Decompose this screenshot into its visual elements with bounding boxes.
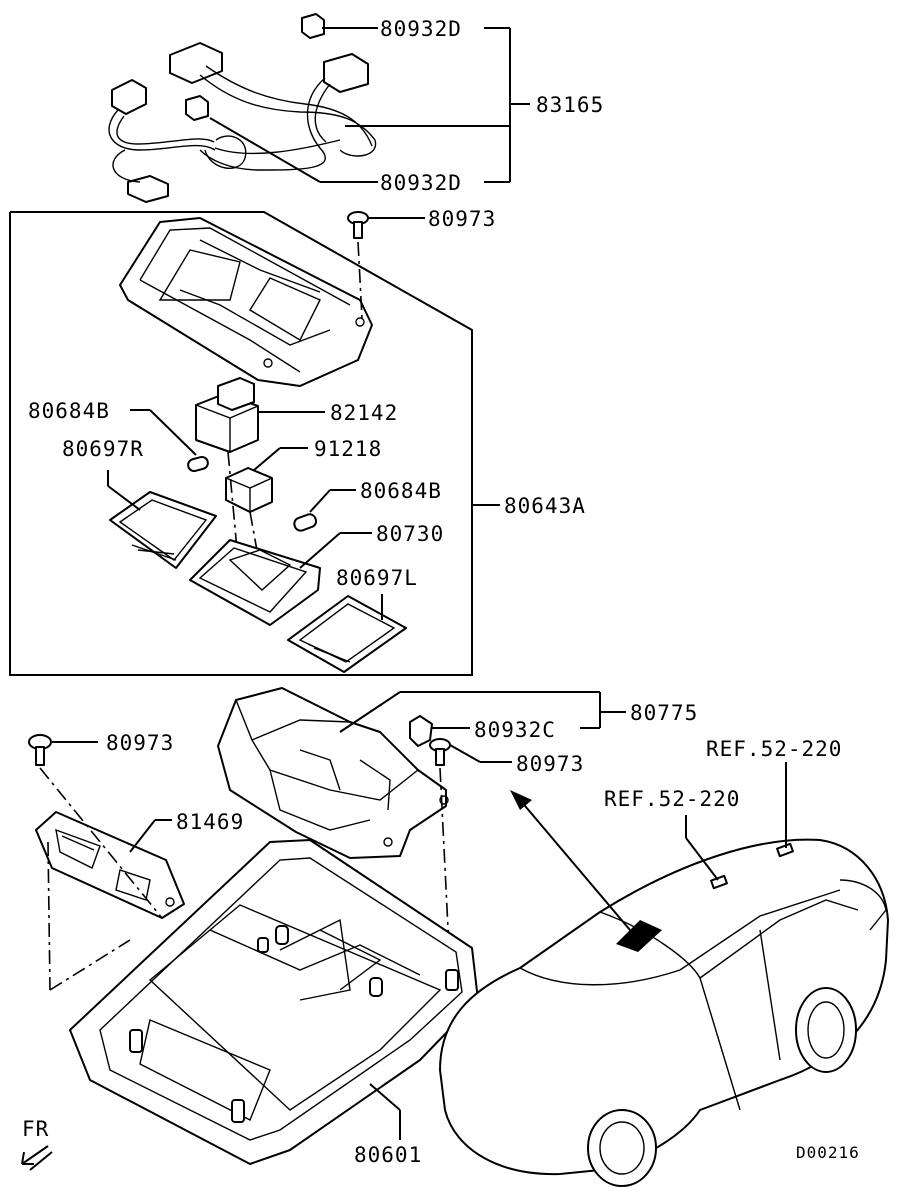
lens-80697L xyxy=(287,594,407,673)
clip-80932C xyxy=(409,715,600,747)
lamp-housing xyxy=(119,217,373,387)
label-80697L: 80697L xyxy=(336,566,418,590)
label-ref-52-220-right: REF.52-220 xyxy=(706,737,842,761)
lens-80697R xyxy=(107,470,217,569)
label-80973-right: 80973 xyxy=(516,752,584,776)
label-80932D-top: 80932D xyxy=(380,17,462,41)
label-fr: FR xyxy=(22,1117,49,1141)
socket-91218 xyxy=(225,447,308,601)
label-81469: 81469 xyxy=(176,810,244,834)
lamp-base-80730 xyxy=(189,532,372,626)
part-labels: 80932D 83165 80932D 80973 80684B 82142 8… xyxy=(22,17,860,1167)
bulb-80684B-left xyxy=(130,409,209,473)
label-80932D-bottom: 80932D xyxy=(380,171,462,195)
label-80775: 80775 xyxy=(630,701,698,725)
screw-80973-left xyxy=(28,734,98,766)
vehicle-silhouette xyxy=(439,762,889,1187)
screw-80973-top xyxy=(347,211,425,319)
label-80973-top: 80973 xyxy=(428,207,496,231)
wiring-harness-83165 xyxy=(108,13,377,203)
harness-leaders xyxy=(209,27,530,183)
label-80684B-right: 80684B xyxy=(360,479,442,503)
label-80730: 80730 xyxy=(376,522,444,546)
label-91218: 91218 xyxy=(314,437,382,461)
relay-82142 xyxy=(195,377,325,453)
label-80643A: 80643A xyxy=(504,494,586,518)
label-80697R: 80697R xyxy=(62,437,144,461)
bracket-80775 xyxy=(217,687,626,859)
label-ref-52-220-left: REF.52-220 xyxy=(604,787,740,811)
label-82142: 82142 xyxy=(330,401,398,425)
drawing-code: D00216 xyxy=(796,1143,860,1162)
front-arrow-icon xyxy=(21,1145,53,1171)
assembly-box-80643A xyxy=(9,211,500,676)
label-80932C: 80932C xyxy=(474,718,556,742)
switch-81469 xyxy=(35,767,185,991)
label-80973-left: 80973 xyxy=(106,731,174,755)
bulb-80684B-right xyxy=(293,489,356,532)
label-80601: 80601 xyxy=(354,1143,422,1167)
label-80684B-left: 80684B xyxy=(28,399,110,423)
label-83165: 83165 xyxy=(536,93,604,117)
